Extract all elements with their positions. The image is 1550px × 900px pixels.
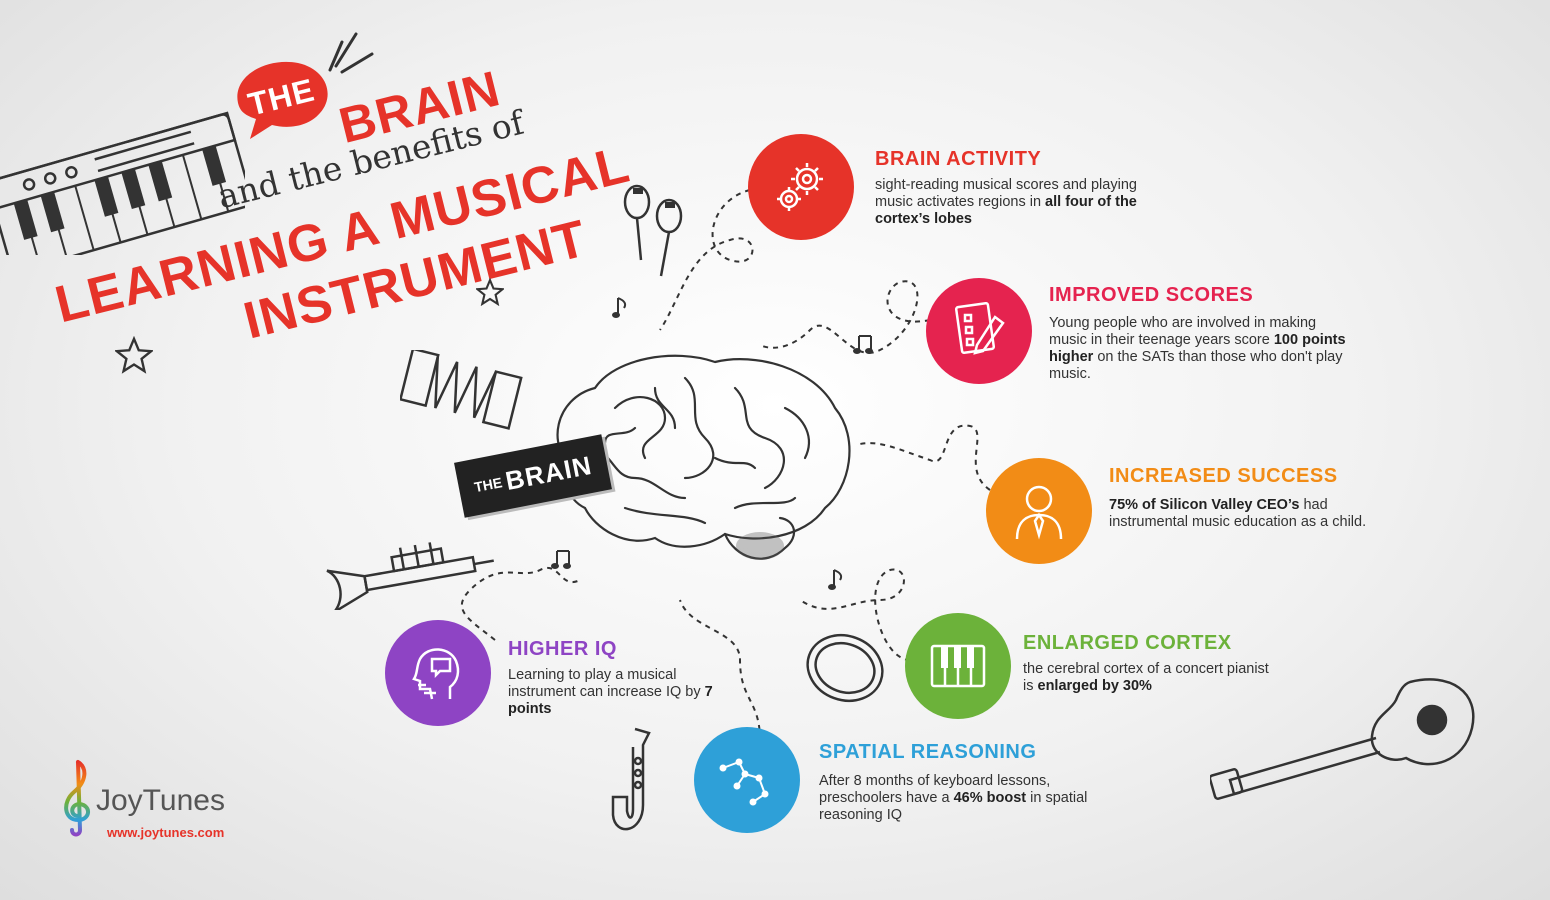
saxophone-icon	[611, 727, 651, 831]
benefit-text-plain: the cerebral cortex of a concert pianist…	[1023, 661, 1269, 694]
benefit-text-after: on the SATs than those who don't play mu…	[1049, 349, 1343, 382]
benefit-text-plain: Learning to play a musical instrument ca…	[508, 667, 705, 700]
logo-name: JoyTunes	[96, 784, 225, 817]
benefit-title-brain-activity: BRAIN ACTIVITY	[875, 148, 1042, 170]
speech-bubble-shape	[237, 61, 328, 140]
benefit-text-spatial-reasoning: After 8 months of keyboard lessons, pres…	[819, 773, 1089, 824]
enlarged-cortex-circle	[905, 613, 1011, 719]
music-note-icon	[828, 569, 843, 590]
piano-keys-icon	[930, 644, 986, 688]
sparkle-lines-icon	[328, 32, 374, 74]
benefit-text-increased-success: 75% of Silicon Valley CEO’s had instrume…	[1109, 497, 1399, 531]
brain-label-big: BRAIN	[502, 449, 595, 496]
benefit-text-higher-iq: Learning to play a musical instrument ca…	[508, 667, 723, 718]
spatial-reasoning-circle	[694, 727, 800, 833]
logo-url-link[interactable]: www.joytunes.com	[107, 825, 225, 840]
benefit-text-bold: enlarged by 30%	[1037, 678, 1152, 694]
brain-activity-circle	[748, 134, 854, 240]
benefit-text-plain: After 8 months of keyboard lessons, pres…	[819, 773, 1051, 806]
higher-iq-circle	[385, 620, 491, 726]
tambourine-icon	[806, 633, 884, 703]
benefit-title-improved-scores: IMPROVED SCORES	[1049, 284, 1254, 306]
gears-icon	[777, 163, 823, 211]
star-icon	[115, 336, 153, 374]
benefit-text-bold: all four of the cortex’s lobes	[875, 194, 1137, 227]
benefit-title-increased-success: INCREASED SUCCESS	[1109, 465, 1338, 487]
music-note-icon	[612, 297, 627, 318]
test-sheet-icon	[954, 302, 1005, 355]
star-icon	[476, 278, 504, 306]
benefit-text-after: had instrumental music education as a ch…	[1109, 497, 1367, 530]
brain-label-small: THE	[472, 474, 504, 496]
constellation-icon	[719, 758, 769, 806]
benefit-text-plain: Young people who are involved in making …	[1049, 315, 1317, 348]
keyboard-doodle-icon	[0, 111, 245, 255]
guitar-icon	[1210, 678, 1475, 800]
benefit-text-improved-scores: Young people who are involved in making …	[1049, 315, 1349, 383]
benefit-text-bold: 46% boost	[953, 790, 1027, 806]
benefit-text-plain: sight-reading musical scores and playing…	[875, 177, 1137, 210]
benefit-text-after: in spatial reasoning IQ	[819, 790, 1088, 823]
brain-illustration	[556, 354, 851, 560]
trumpet-icon	[326, 542, 494, 610]
benefit-text-enlarged-cortex: the cerebral cortex of a concert pianist…	[1023, 661, 1283, 695]
joytunes-clef-logo-icon	[64, 760, 90, 837]
increased-success-circle	[986, 458, 1092, 564]
ceo-person-icon	[1015, 485, 1063, 540]
accordion-icon	[400, 350, 523, 430]
benefit-title-enlarged-cortex: ENLARGED CORTEX	[1023, 632, 1232, 654]
benefit-text-bold: 100 points higher	[1049, 332, 1346, 365]
thinking-head-icon	[412, 648, 460, 700]
benefit-text-bold: 7 points	[508, 684, 713, 717]
improved-scores-circle	[926, 278, 1032, 384]
benefit-text-brain-activity: sight-reading musical scores and playing…	[875, 177, 1175, 228]
benefit-text-bold: 75% of Silicon Valley CEO’s	[1109, 497, 1300, 513]
benefit-title-spatial-reasoning: SPATIAL REASONING	[819, 741, 1037, 763]
benefit-title-higher-iq: HIGHER IQ	[508, 638, 617, 660]
music-note-icon	[551, 550, 571, 569]
maracas-icon	[623, 184, 683, 277]
